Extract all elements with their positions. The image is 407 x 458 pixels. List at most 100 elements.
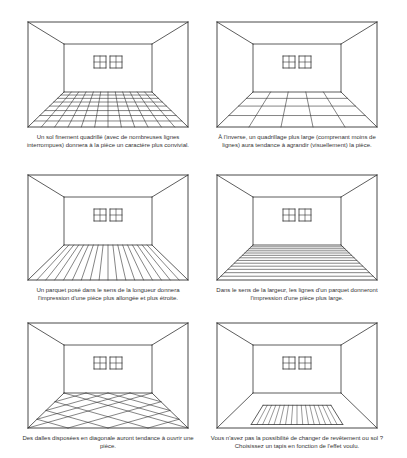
stroke	[64, 197, 65, 245]
stroke	[283, 62, 295, 63]
stroke	[377, 175, 378, 280]
stroke	[291, 405, 292, 424]
stroke	[229, 115, 365, 116]
stroke	[217, 323, 377, 324]
stroke	[28, 323, 188, 324]
stroke	[99, 245, 103, 280]
stroke	[253, 345, 254, 393]
stroke	[323, 92, 345, 127]
stroke	[234, 263, 359, 264]
stroke	[64, 44, 152, 45]
stroke	[280, 405, 284, 424]
stroke	[28, 22, 188, 23]
stroke	[130, 92, 148, 127]
stroke	[299, 62, 311, 63]
stroke	[34, 120, 182, 121]
stroke	[341, 44, 342, 92]
stroke	[110, 215, 122, 216]
room-drawing	[217, 175, 377, 280]
stroke	[115, 92, 121, 127]
stroke	[28, 323, 29, 428]
stroke	[341, 345, 342, 393]
caption-text: Des dalles disposées en diagonale auront…	[20, 434, 196, 450]
stroke	[253, 92, 341, 93]
stroke	[310, 405, 314, 424]
stroke	[37, 393, 130, 419]
stroke	[64, 393, 188, 428]
stroke	[217, 393, 253, 428]
stroke	[64, 345, 65, 393]
caption-text: À l'inverse, un quadrillage plus large (…	[209, 133, 385, 149]
stroke	[137, 245, 161, 280]
stroke	[217, 175, 377, 176]
stroke	[249, 248, 345, 249]
stroke	[299, 363, 311, 364]
stroke	[55, 402, 148, 428]
stroke	[217, 280, 377, 281]
stroke	[225, 272, 370, 273]
stroke	[148, 419, 179, 428]
stroke	[251, 246, 343, 247]
stroke	[268, 405, 275, 424]
stroke	[123, 245, 135, 280]
stroke	[64, 197, 152, 198]
stroke	[28, 323, 64, 345]
stroke	[331, 405, 343, 424]
stroke	[152, 345, 153, 393]
stroke	[281, 92, 288, 127]
stroke	[341, 197, 342, 245]
stroke	[95, 92, 101, 127]
stroke	[286, 405, 289, 424]
stroke	[327, 405, 337, 424]
stroke	[251, 405, 263, 424]
stroke	[37, 245, 69, 280]
caption-text: Dans le sens de la largeur, les lignes d…	[209, 286, 385, 302]
stroke	[142, 245, 170, 280]
stroke	[253, 44, 341, 45]
stroke	[45, 110, 171, 111]
stroke	[377, 323, 378, 428]
caption-text: Vous n'avez pas la possibilité de change…	[209, 434, 385, 450]
stroke	[81, 92, 93, 127]
caption-text: Un parquet posé dans le sens de la longu…	[20, 286, 196, 302]
stroke	[28, 393, 152, 428]
stroke	[341, 245, 377, 280]
stroke	[113, 245, 117, 280]
stroke	[228, 269, 366, 270]
stroke	[152, 175, 188, 197]
stroke	[217, 22, 377, 23]
stroke	[314, 405, 320, 424]
stroke	[130, 393, 161, 402]
stroke	[217, 175, 253, 197]
stroke	[68, 402, 161, 428]
stroke	[108, 92, 109, 127]
stroke	[28, 175, 29, 280]
stroke	[152, 44, 153, 92]
room-drawing	[28, 175, 188, 280]
stroke	[152, 197, 153, 245]
stroke	[274, 405, 280, 424]
stroke	[54, 102, 163, 103]
stroke	[86, 393, 179, 419]
stroke	[253, 393, 341, 394]
stroke	[217, 245, 253, 280]
stroke	[64, 44, 65, 92]
stroke	[40, 115, 176, 116]
stroke	[341, 92, 377, 127]
stroke	[110, 62, 122, 63]
stroke	[55, 92, 79, 127]
stroke	[299, 215, 311, 216]
room-drawing	[28, 323, 188, 428]
stroke	[217, 127, 377, 128]
stroke	[108, 245, 109, 280]
stroke	[231, 266, 363, 267]
stroke	[28, 175, 188, 176]
room-drawing	[217, 323, 377, 428]
stroke	[94, 62, 106, 63]
stroke	[57, 98, 158, 99]
stroke	[145, 92, 175, 127]
stroke	[152, 323, 188, 345]
stroke	[217, 22, 218, 127]
stroke	[188, 323, 189, 428]
